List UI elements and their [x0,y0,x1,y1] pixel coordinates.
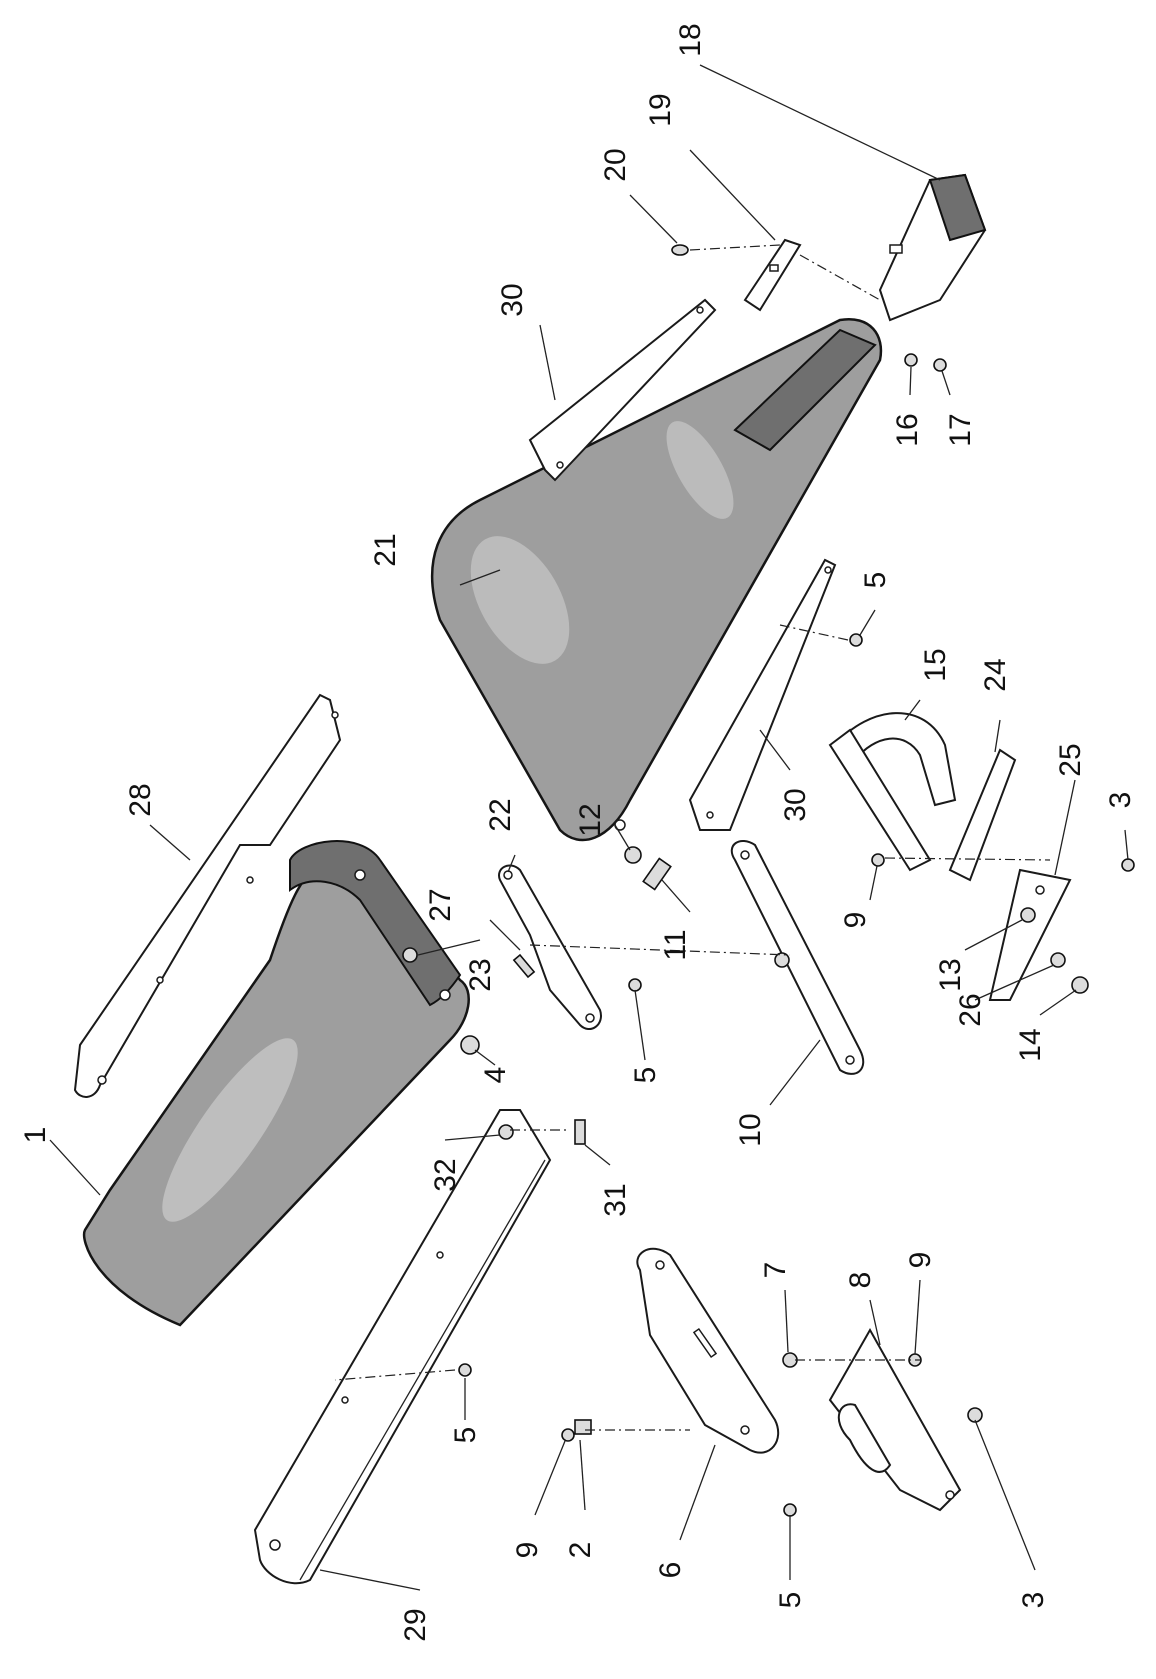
part-26-washer [1050,952,1066,968]
callout-30b: 30 [779,788,812,821]
callout-6: 6 [654,1562,687,1579]
callout-11: 11 [659,929,692,960]
part-31-bolt [574,1119,586,1145]
callout-4: 4 [479,1067,512,1084]
callout-26: 26 [954,993,987,1026]
part-24-strap [948,748,1017,882]
callout-15: 15 [919,648,952,681]
part-5-screw-c [458,1363,472,1377]
part-29-long-rail [253,1109,552,1585]
callout-12: 12 [574,803,607,836]
part-7-pin [782,1352,798,1368]
callout-labels: 1 2 3 3 4 5 5 5 5 6 7 8 9 9 9 10 11 12 1… [19,23,1137,1641]
part-27-cotter [512,953,536,979]
part-18-deflector-tip [878,173,987,322]
callout-29: 29 [399,1608,432,1641]
part-9-nut-a [871,853,885,867]
callout-28: 28 [124,783,157,816]
part-3-screw-a [1121,858,1135,872]
part-17-nut [933,358,947,372]
callout-8: 8 [844,1272,877,1289]
part-14-bolt [1071,976,1089,994]
part-10-link-arm [730,840,865,1075]
callout-2: 2 [564,1542,597,1559]
part-30-gusset-lower [688,558,837,831]
callout-9a: 9 [904,1252,937,1269]
callout-20: 20 [599,148,632,181]
alignment-lines [334,244,1051,1431]
part-22-bracket [498,864,602,1030]
callout-9b: 9 [839,912,872,929]
part-5-screw-a [849,633,863,647]
callout-27: 27 [424,888,457,921]
callout-13: 13 [934,958,967,991]
part-9-nut-c [561,1428,575,1442]
part-5-screw-d [783,1503,797,1517]
part-20-pin [671,244,689,256]
callout-16: 16 [891,413,924,446]
part-3-screw-b [967,1407,983,1423]
callout-32: 32 [429,1158,462,1191]
part-25-latch-plate [988,868,1072,1001]
part-4-bushing [460,1035,480,1055]
callout-3b: 3 [1017,1592,1050,1609]
callout-3a: 3 [1104,792,1137,809]
callout-5c: 5 [449,1427,482,1444]
callout-23: 23 [464,958,497,991]
part-19-plate [743,238,802,312]
callout-22: 22 [484,798,517,831]
callout-14: 14 [1014,1028,1047,1061]
callout-5b: 5 [629,1067,662,1084]
callout-1: 1 [19,1127,52,1144]
callout-18: 18 [674,23,707,56]
callout-21: 21 [369,533,402,566]
callout-7: 7 [759,1262,792,1279]
part-32-nut [498,1124,514,1140]
part-13-nut [1020,907,1036,923]
part-5-screw-b [628,978,642,992]
callout-17: 17 [944,413,977,446]
part-16-washer [904,353,918,367]
part-1-chute-body [82,840,470,1327]
callout-10: 10 [734,1113,767,1146]
callout-24: 24 [979,658,1012,691]
callout-30a: 30 [496,283,529,316]
part-30-gusset-upper [528,298,717,482]
part-6-plate [636,1247,780,1454]
part-23-nut [402,947,418,963]
part-2-clip [574,1419,592,1435]
callout-25: 25 [1054,743,1087,776]
part-12-washer [624,846,642,864]
leader-lines [49,64,1129,1591]
callout-5a: 5 [859,572,892,589]
callout-5d: 5 [774,1592,807,1609]
part-21-chute-shell [431,317,883,842]
part-8-latch-bracket [828,1327,962,1512]
part-28-long-bracket [73,693,342,1098]
callout-31: 31 [599,1183,632,1216]
part-11-bolt [642,857,672,891]
callout-9c: 9 [511,1542,544,1559]
part-15-handle [828,712,957,872]
callout-19: 19 [644,93,677,126]
